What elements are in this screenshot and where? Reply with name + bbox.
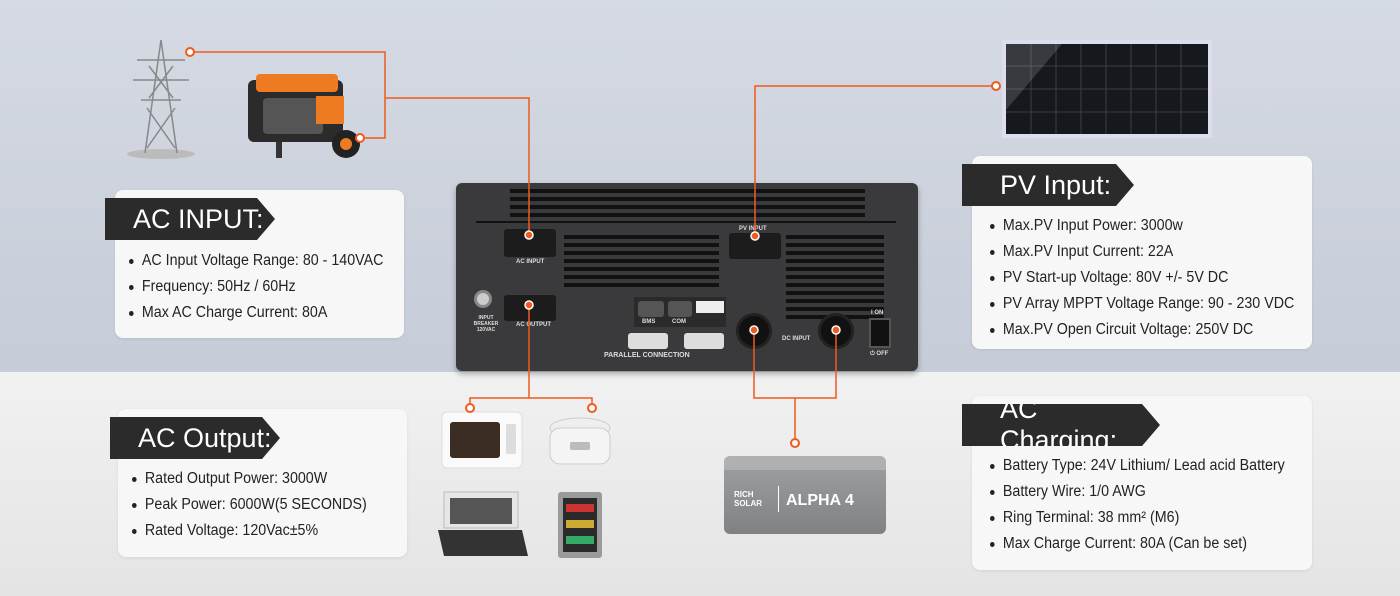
pv-input-title: PV Input: [962, 164, 1134, 206]
ac-charging-spec: Battery Wire: 1/0 AWG [990, 479, 1285, 505]
ac-output-spec: Rated Output Power: 3000W [132, 466, 367, 492]
ac-output-port[interactable] [504, 295, 556, 321]
ac-charging-card: AC Charging: Battery Type: 24V Lithium/ … [972, 396, 1312, 570]
dc-input-terminal-2[interactable] [818, 313, 854, 349]
ac-output-card: AC Output: Rated Output Power: 3000W Pea… [118, 409, 407, 557]
switch-off-label: ⏻ OFF [870, 351, 889, 357]
bms-label: BMS [642, 319, 656, 325]
ac-input-card: AC INPUT: AC Input Voltage Range: 80 - 1… [115, 190, 404, 338]
dc-input-terminal-1[interactable] [736, 313, 772, 349]
pv-input-spec: Max.PV Input Current: 22A [990, 239, 1294, 265]
pv-input-card: PV Input: Max.PV Input Power: 3000w Max.… [972, 156, 1312, 349]
ac-input-spec: Max AC Charge Current: 80A [129, 300, 383, 326]
pv-input-spec: PV Array MPPT Voltage Range: 90 - 230 VD… [990, 291, 1294, 317]
ac-input-port[interactable] [504, 229, 556, 257]
ac-charging-title: AC Charging: [962, 404, 1160, 446]
parallel-port-1[interactable] [628, 333, 668, 349]
pv-input-port[interactable] [729, 233, 781, 259]
dc-input-label: DC INPUT [782, 336, 811, 342]
ac-output-title: AC Output: [110, 417, 280, 459]
ac-output-spec: Peak Power: 6000W(5 SECONDS) [132, 492, 367, 518]
battery-model: ALPHA 4 [786, 492, 854, 509]
mini-fridge-image [558, 492, 602, 558]
pv-input-label: PV INPUT [739, 226, 767, 232]
ac-charging-spec: Battery Type: 24V Lithium/ Lead acid Bat… [990, 453, 1285, 479]
battery-image: RICH SOLAR ALPHA 4 [724, 456, 886, 534]
ac-input-label: AC INPUT [516, 259, 545, 265]
parallel-port-2[interactable] [684, 333, 724, 349]
pv-input-spec: PV Start-up Voltage: 80V +/- 5V DC [990, 265, 1294, 291]
ac-output-spec: Rated Voltage: 120Vac±5% [132, 518, 367, 544]
com-label: COM [672, 319, 686, 325]
pv-input-spec: Max.PV Input Power: 3000w [990, 213, 1294, 239]
rice-cooker-image [549, 417, 611, 465]
input-breaker-button[interactable] [474, 290, 492, 308]
oven-image [441, 411, 523, 469]
power-switch[interactable] [869, 318, 891, 348]
com-port[interactable] [668, 301, 692, 317]
ac-output-label: AC OUTPUT [516, 322, 551, 328]
solar-panel-image [1002, 40, 1212, 138]
generator-image [248, 74, 360, 158]
transmission-tower-image [127, 39, 195, 159]
ac-charging-spec: Ring Terminal: 38 mm² (M6) [990, 505, 1285, 531]
ac-input-spec: Frequency: 50Hz / 60Hz [129, 274, 383, 300]
switch-on-label: I ON [871, 310, 884, 316]
bms-port[interactable] [638, 301, 664, 317]
ac-input-title: AC INPUT: [105, 198, 275, 240]
input-breaker-label: INPUT BREAKER 120VAC [473, 315, 499, 333]
battery-brand: RICH SOLAR [734, 490, 762, 508]
ac-input-spec: AC Input Voltage Range: 80 - 140VAC [129, 248, 383, 274]
inverter-back-panel: AC INPUT PV INPUT AC OUTPUT INPUT BREAKE… [456, 183, 918, 371]
dishwasher-image [438, 491, 528, 556]
pv-input-spec: Max.PV Open Circuit Voltage: 250V DC [990, 317, 1294, 343]
ac-charging-spec: Max Charge Current: 80A (Can be set) [990, 531, 1285, 557]
parallel-connection-label: PARALLEL CONNECTION [604, 352, 690, 359]
